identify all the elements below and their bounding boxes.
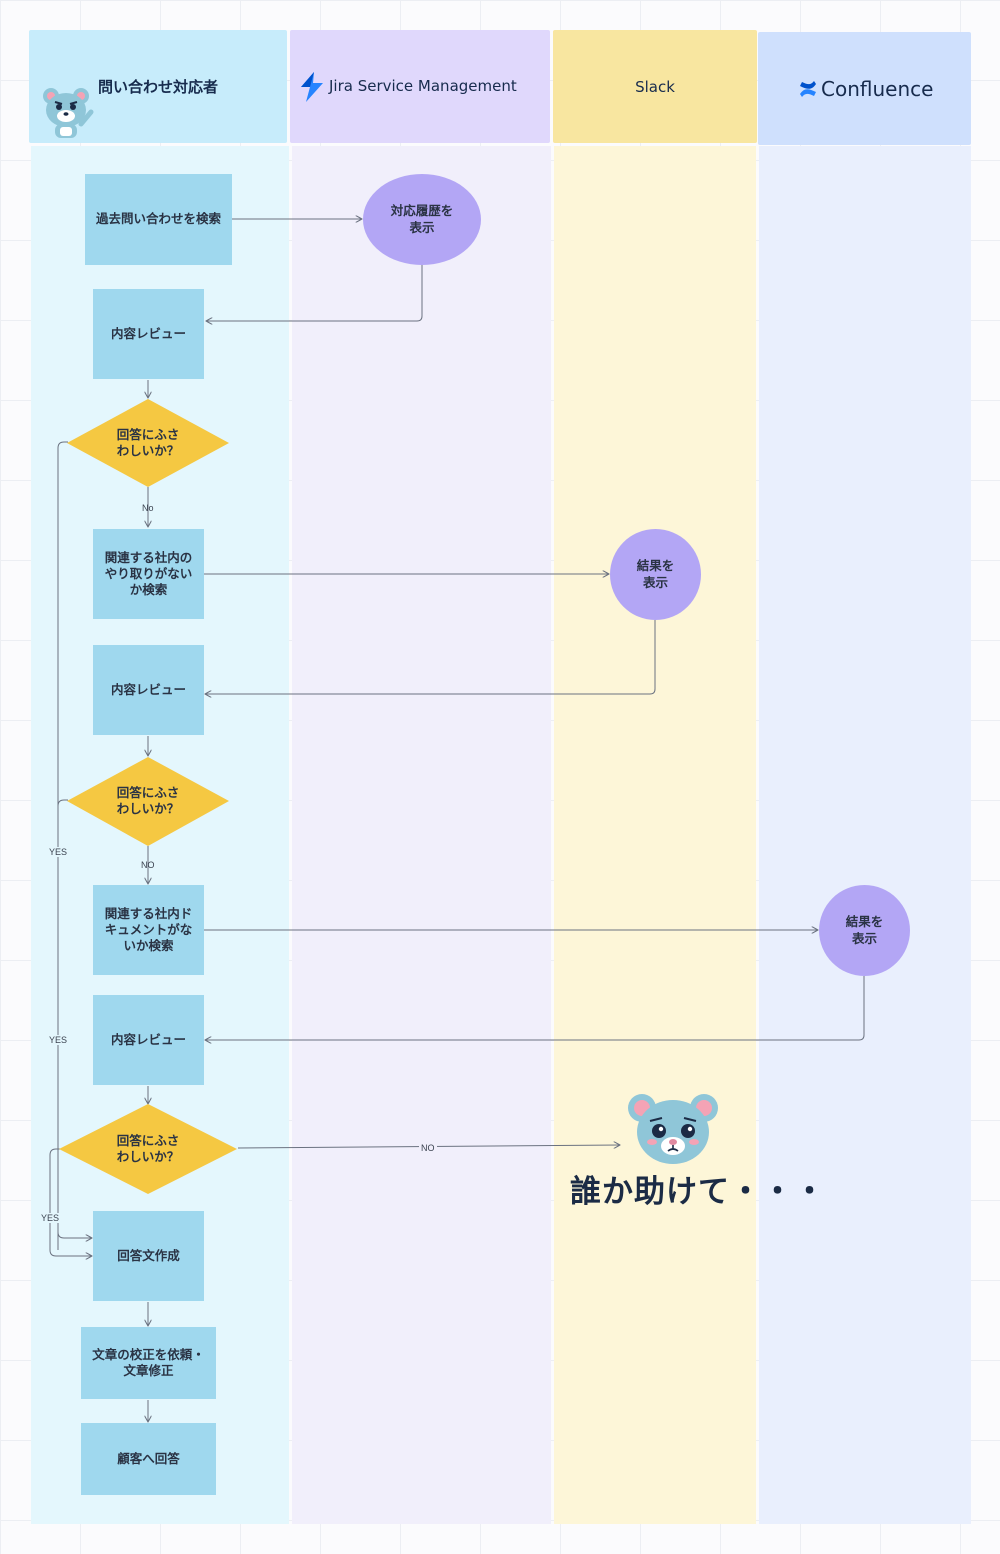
node-decision-3: 回答にふさ わしいか？ [116,1132,180,1164]
node-show-result-slack: 結果を 表示 [610,529,701,620]
node-search-docs: 関連する社内ド キュメントがな いか検索 [93,885,204,975]
help-text: 誰か助けて・・・ [570,1174,826,1210]
node-search-internal: 関連する社内の やり取りがない か検索 [93,529,204,619]
label-decision3-no: NO [419,1143,437,1153]
lane-slack-title: Slack [635,77,675,96]
decision-1-shape [67,399,229,487]
confluence-logo-icon [800,81,816,97]
decision-2-shape [67,757,229,846]
label-decision2-no: NO [141,860,155,870]
edge-confluence-to-review3 [205,976,865,1040]
node-search-past: 過去問い合わせを検索 [85,174,232,265]
label-yes-2: YES [49,1035,68,1045]
node-show-history: 対応履歴を 表示 [363,174,481,265]
lane-confluence-title: Confluence [821,77,934,101]
lane-jira-header: Jira Service Management [290,30,550,143]
edge-history-to-review1 [206,265,423,321]
node-review-3: 内容レビュー [93,995,204,1085]
node-decision-1: 回答にふさ わしいか？ [116,426,180,458]
decision-3-shape [59,1104,237,1194]
label-yes-1: YES [49,847,68,857]
label-yes-3: YES [41,1213,60,1223]
node-write-answer: 回答文作成 [93,1211,204,1301]
lane-responder-title: 問い合わせ対応者 [98,78,219,96]
node-proofread: 文章の校正を依頼・ 文章修正 [81,1327,216,1399]
edge-decision1-yes [57,441,92,1238]
lane-jira-title: Jira Service Management [329,77,517,95]
label-decision1-no: No [142,503,154,513]
edge-slack-to-review2 [205,620,656,694]
lane-confluence-body [759,146,971,1524]
lane-responder-header: 問い合わせ対応者 [29,30,287,143]
jira-logo-icon [301,72,323,102]
edge-decision3-yes [49,1148,92,1256]
node-show-result-confluence: 結果を 表示 [819,885,910,976]
lane-confluence-header: Confluence [758,32,971,145]
node-review-1: 内容レビュー [93,289,204,379]
node-decision-2: 回答にふさ わしいか？ [116,784,180,816]
bear-mascot-icon [43,88,94,138]
node-review-2: 内容レビュー [93,645,204,735]
lane-jira-body [292,146,551,1524]
node-reply: 顧客へ回答 [81,1423,216,1495]
worried-bear-icon [628,1094,718,1164]
lane-slack-header: Slack [553,30,757,143]
lane-slack-body [554,146,756,1524]
edge-decision2-yes [57,799,68,1250]
